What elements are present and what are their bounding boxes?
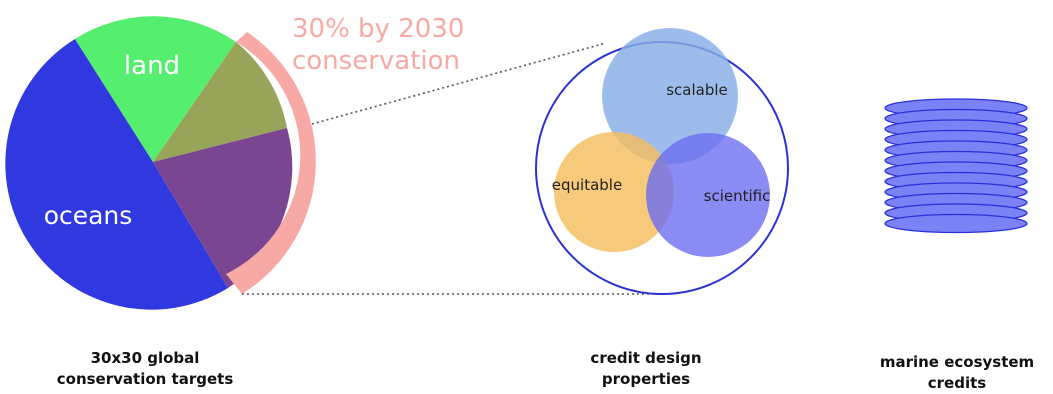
venn-circle-scientific bbox=[646, 133, 770, 257]
target-annotation-line-2: conservation bbox=[292, 46, 460, 76]
caption-marine-credits: marine ecosystem credits bbox=[862, 352, 1052, 394]
pie-target-land-overlap bbox=[153, 42, 287, 162]
caption-design-properties-line-1: credit design bbox=[590, 349, 702, 367]
caption-marine-credits-line-1: marine ecosystem bbox=[879, 353, 1035, 371]
credit-properties-venn: scalable equitable scientific bbox=[535, 28, 789, 295]
zoom-connectors bbox=[242, 42, 662, 295]
pie-land-label: land bbox=[124, 51, 180, 81]
pie-target-ocean-overlap bbox=[153, 128, 293, 288]
venn-label-equitable: equitable bbox=[552, 176, 622, 194]
target-30-percent-arc bbox=[226, 32, 316, 294]
venn-circle-scalable bbox=[602, 28, 738, 164]
credit-disc bbox=[884, 213, 1028, 234]
pie-land-slice bbox=[75, 16, 236, 163]
caption-design-properties: credit design properties bbox=[546, 348, 746, 390]
pie-oceans-label: oceans bbox=[44, 201, 133, 230]
conservation-pie: land oceans bbox=[5, 16, 316, 310]
target-annotation-line-1: 30% by 2030 bbox=[292, 14, 464, 44]
target-annotation: 30% by 2030 conservation bbox=[292, 14, 464, 76]
venn-label-scientific: scientific bbox=[704, 187, 771, 205]
caption-design-properties-line-2: properties bbox=[601, 370, 691, 388]
caption-conservation-targets-line-1: 30x30 global bbox=[90, 349, 200, 367]
caption-conservation-targets: 30x30 global conservation targets bbox=[12, 348, 278, 390]
zoom-connector-top bbox=[311, 42, 607, 125]
caption-conservation-targets-line-2: conservation targets bbox=[56, 370, 234, 388]
venn-label-scalable: scalable bbox=[666, 81, 728, 99]
venn-circle-equitable bbox=[554, 132, 674, 252]
caption-marine-credits-line-2: credits bbox=[927, 374, 987, 392]
credits-stack bbox=[884, 98, 1028, 234]
pie-oceans-slice bbox=[5, 39, 228, 310]
